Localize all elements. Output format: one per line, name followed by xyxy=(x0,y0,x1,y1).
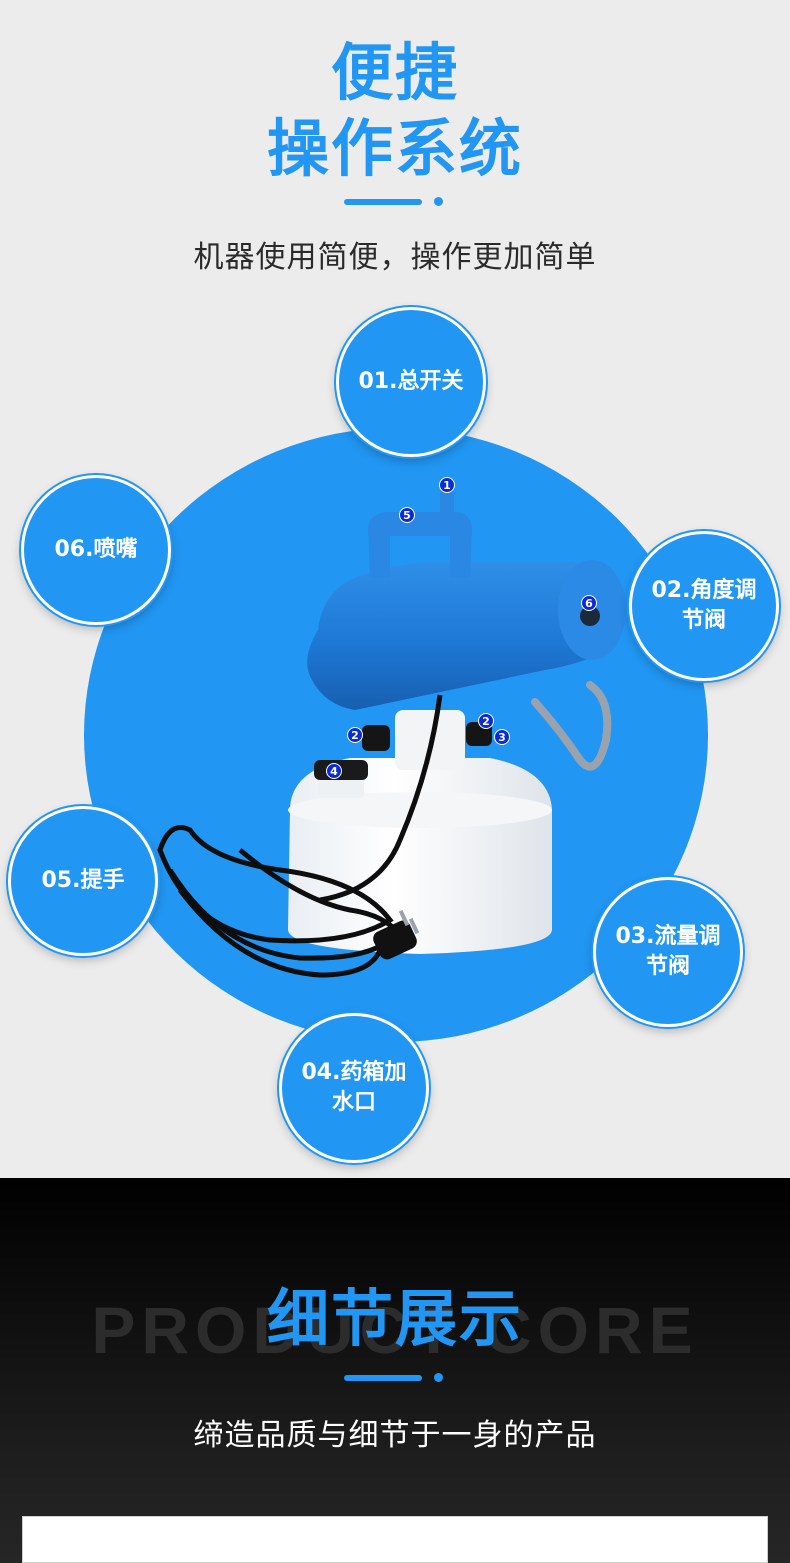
feature-main-switch: 01.总开关 xyxy=(336,307,486,457)
feature-nozzle: 06.喷嘴 xyxy=(21,475,171,625)
detail-subtitle: 缔造品质与细节于一身的产品 xyxy=(193,1418,597,1453)
marker-2b: 2 xyxy=(478,713,494,729)
title-underline xyxy=(344,199,422,205)
feature-section: 便捷 操作系统 机器使用简便，操作更加简单 xyxy=(8,36,779,1163)
detail-title: 细节展示 xyxy=(266,1282,523,1355)
detail-title-underline xyxy=(344,1375,422,1381)
section-title-line2: 操作系统 xyxy=(266,112,523,185)
feature-handle: 05.提手 xyxy=(8,806,158,956)
detail-section xyxy=(0,1178,790,1563)
marker-5: 5 xyxy=(399,507,415,523)
marker-6: 6 xyxy=(581,595,597,611)
detail-title-underline-dot xyxy=(434,1373,443,1382)
section-title-line1: 便捷 xyxy=(330,36,459,109)
feature-angle-valve: 02.角度调节阀 xyxy=(629,531,779,681)
feature-tank-inlet: 04.药箱加水口 xyxy=(279,1013,429,1163)
feature-flow-valve: 03.流量调节阀 xyxy=(593,877,743,1027)
sprayer-product-image xyxy=(157,490,626,978)
title-underline-dot xyxy=(434,197,443,206)
ghost-background-text: PRODUCT CORE xyxy=(91,1293,699,1367)
marker-4: 4 xyxy=(326,763,342,779)
marker-3: 3 xyxy=(494,729,510,745)
section-subtitle: 机器使用简便，操作更加简单 xyxy=(193,240,597,275)
marker-2a: 2 xyxy=(347,727,363,743)
marker-1: 1 xyxy=(439,477,455,493)
detail-content-panel xyxy=(22,1516,768,1563)
